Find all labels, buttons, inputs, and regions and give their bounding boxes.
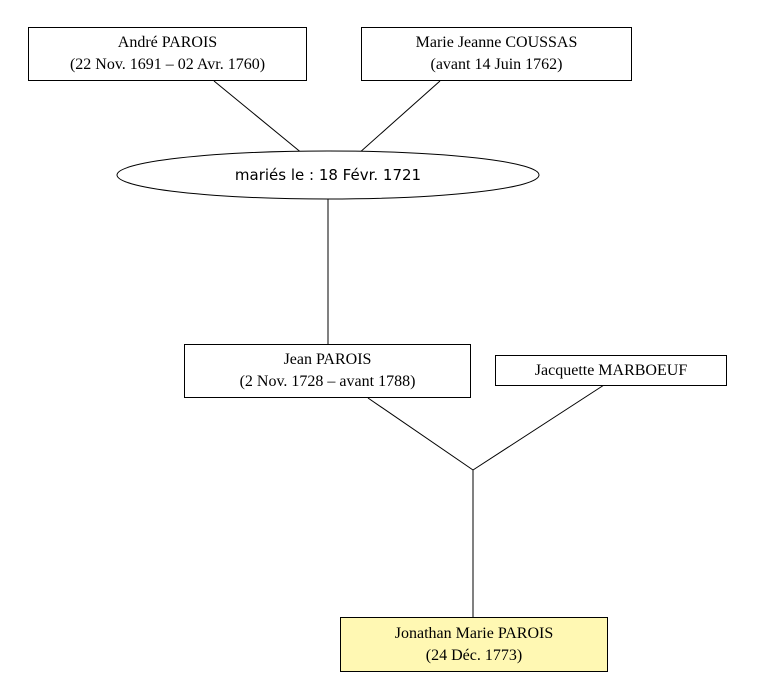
person-name: Jonathan Marie PAROIS xyxy=(394,624,554,642)
person-box-jacquette-marboeuf: Jacquette MARBOEUF xyxy=(495,355,727,386)
person-box-jonathan-marie-parois: Jonathan Marie PAROIS (24 Déc. 1773) xyxy=(340,617,608,672)
person-name: Jacquette MARBOEUF xyxy=(534,361,688,379)
person-name: André PAROIS xyxy=(117,34,218,51)
person-dates: (2 Nov. 1728 – avant 1788) xyxy=(239,373,416,390)
connector-marie-marriage xyxy=(357,80,441,155)
person-dates: (avant 14 Juin 1762) xyxy=(430,56,563,73)
person-name: Jean PAROIS xyxy=(283,351,372,368)
connector-jean-junction xyxy=(367,397,474,471)
person-box-jean-parois: Jean PAROIS (2 Nov. 1728 – avant 1788) xyxy=(184,344,471,398)
person-name: Marie Jeanne COUSSAS xyxy=(415,34,578,51)
person-box-andre-parois: André PAROIS (22 Nov. 1691 – 02 Avr. 176… xyxy=(28,27,307,81)
connector-andre-marriage xyxy=(213,80,304,155)
person-dates: (24 Déc. 1773) xyxy=(425,646,523,664)
marriage-label: mariés le : 18 Févr. 1721 xyxy=(234,166,422,184)
connector-jacquette-junction xyxy=(472,384,605,471)
person-box-marie-jeanne-coussas: Marie Jeanne COUSSAS (avant 14 Juin 1762… xyxy=(361,27,632,81)
person-dates: (22 Nov. 1691 – 02 Avr. 1760) xyxy=(69,56,266,73)
